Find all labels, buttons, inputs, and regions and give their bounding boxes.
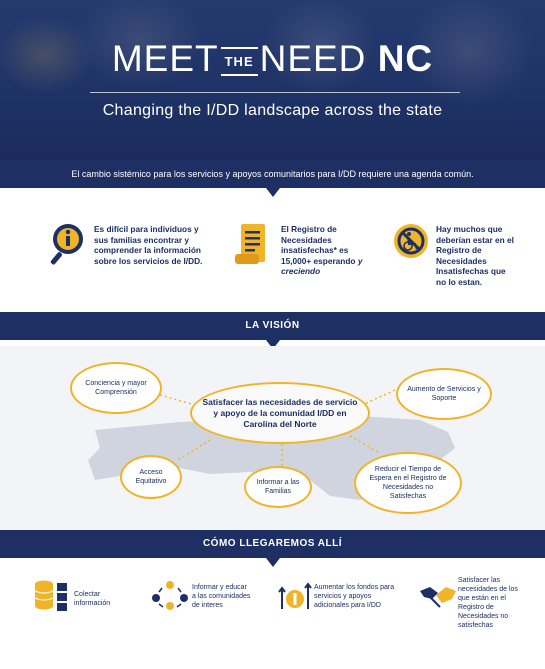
problem-text-2-emphasis: y creciendo [281, 255, 363, 277]
agenda-banner: El cambio sistémico para los servicios y… [0, 160, 545, 188]
banner-pointer [266, 188, 280, 197]
title-the: THE [220, 46, 258, 76]
no-wheelchair-icon [394, 224, 428, 258]
problem-text-3: Hay muchos que deberían estar en el Regi… [436, 224, 514, 287]
community-icon [152, 581, 188, 610]
route-pointer [266, 558, 280, 567]
vision-goal-awareness: Conciencia y mayor Comprensión [70, 362, 162, 414]
problem-text-2: El Registro de Necesidades insatisfechas… [281, 224, 367, 277]
hero-divider [90, 92, 460, 93]
hero-background-photo [0, 0, 545, 160]
scroll-list-icon [235, 224, 265, 264]
route-step-2-text: Informar y educar a las comunidades de i… [192, 584, 251, 609]
vision-goal-inform-families: Informar a las Familias [244, 466, 312, 508]
route-step-4-text: Satisfacer las necesidades de los que es… [458, 577, 518, 629]
title-meet: MEET [111, 38, 219, 79]
vision-pointer [266, 340, 280, 349]
title-need: NEED [259, 38, 367, 79]
info-magnifier-icon [50, 224, 83, 265]
vision-heading: LA VISIÓN [0, 312, 545, 340]
vision-goal-reduce-wait: Reducir el Tiempo de Espera en el Regist… [354, 452, 462, 514]
route-step-1-text: Colectar información [74, 591, 111, 607]
problem-text-1: Es difícil para individuos y sus familia… [94, 224, 203, 266]
problem-text-2-main: El Registro de Necesidades insatisfechas… [281, 224, 356, 266]
hero-subtitle: Changing the I/DD landscape across the s… [102, 102, 443, 119]
title-nc: NC [377, 38, 434, 79]
vision-connector-lines [159, 389, 396, 468]
database-icon [34, 580, 67, 611]
handshake-icon [420, 587, 456, 608]
funding-growth-icon [278, 582, 312, 609]
route-step-3-text: Aumentar los fondos para servicios y apo… [314, 584, 395, 609]
vision-goal-services: Aumento de Servicios y Soporte [396, 368, 492, 420]
route-heading: CÓMO LLEGAREMOS ALLÍ [0, 530, 545, 558]
vision-center-goal: Satisfacer las necesidades de servicio y… [190, 382, 370, 444]
vision-goal-equitable-access: Acceso Equitativo [120, 455, 182, 499]
